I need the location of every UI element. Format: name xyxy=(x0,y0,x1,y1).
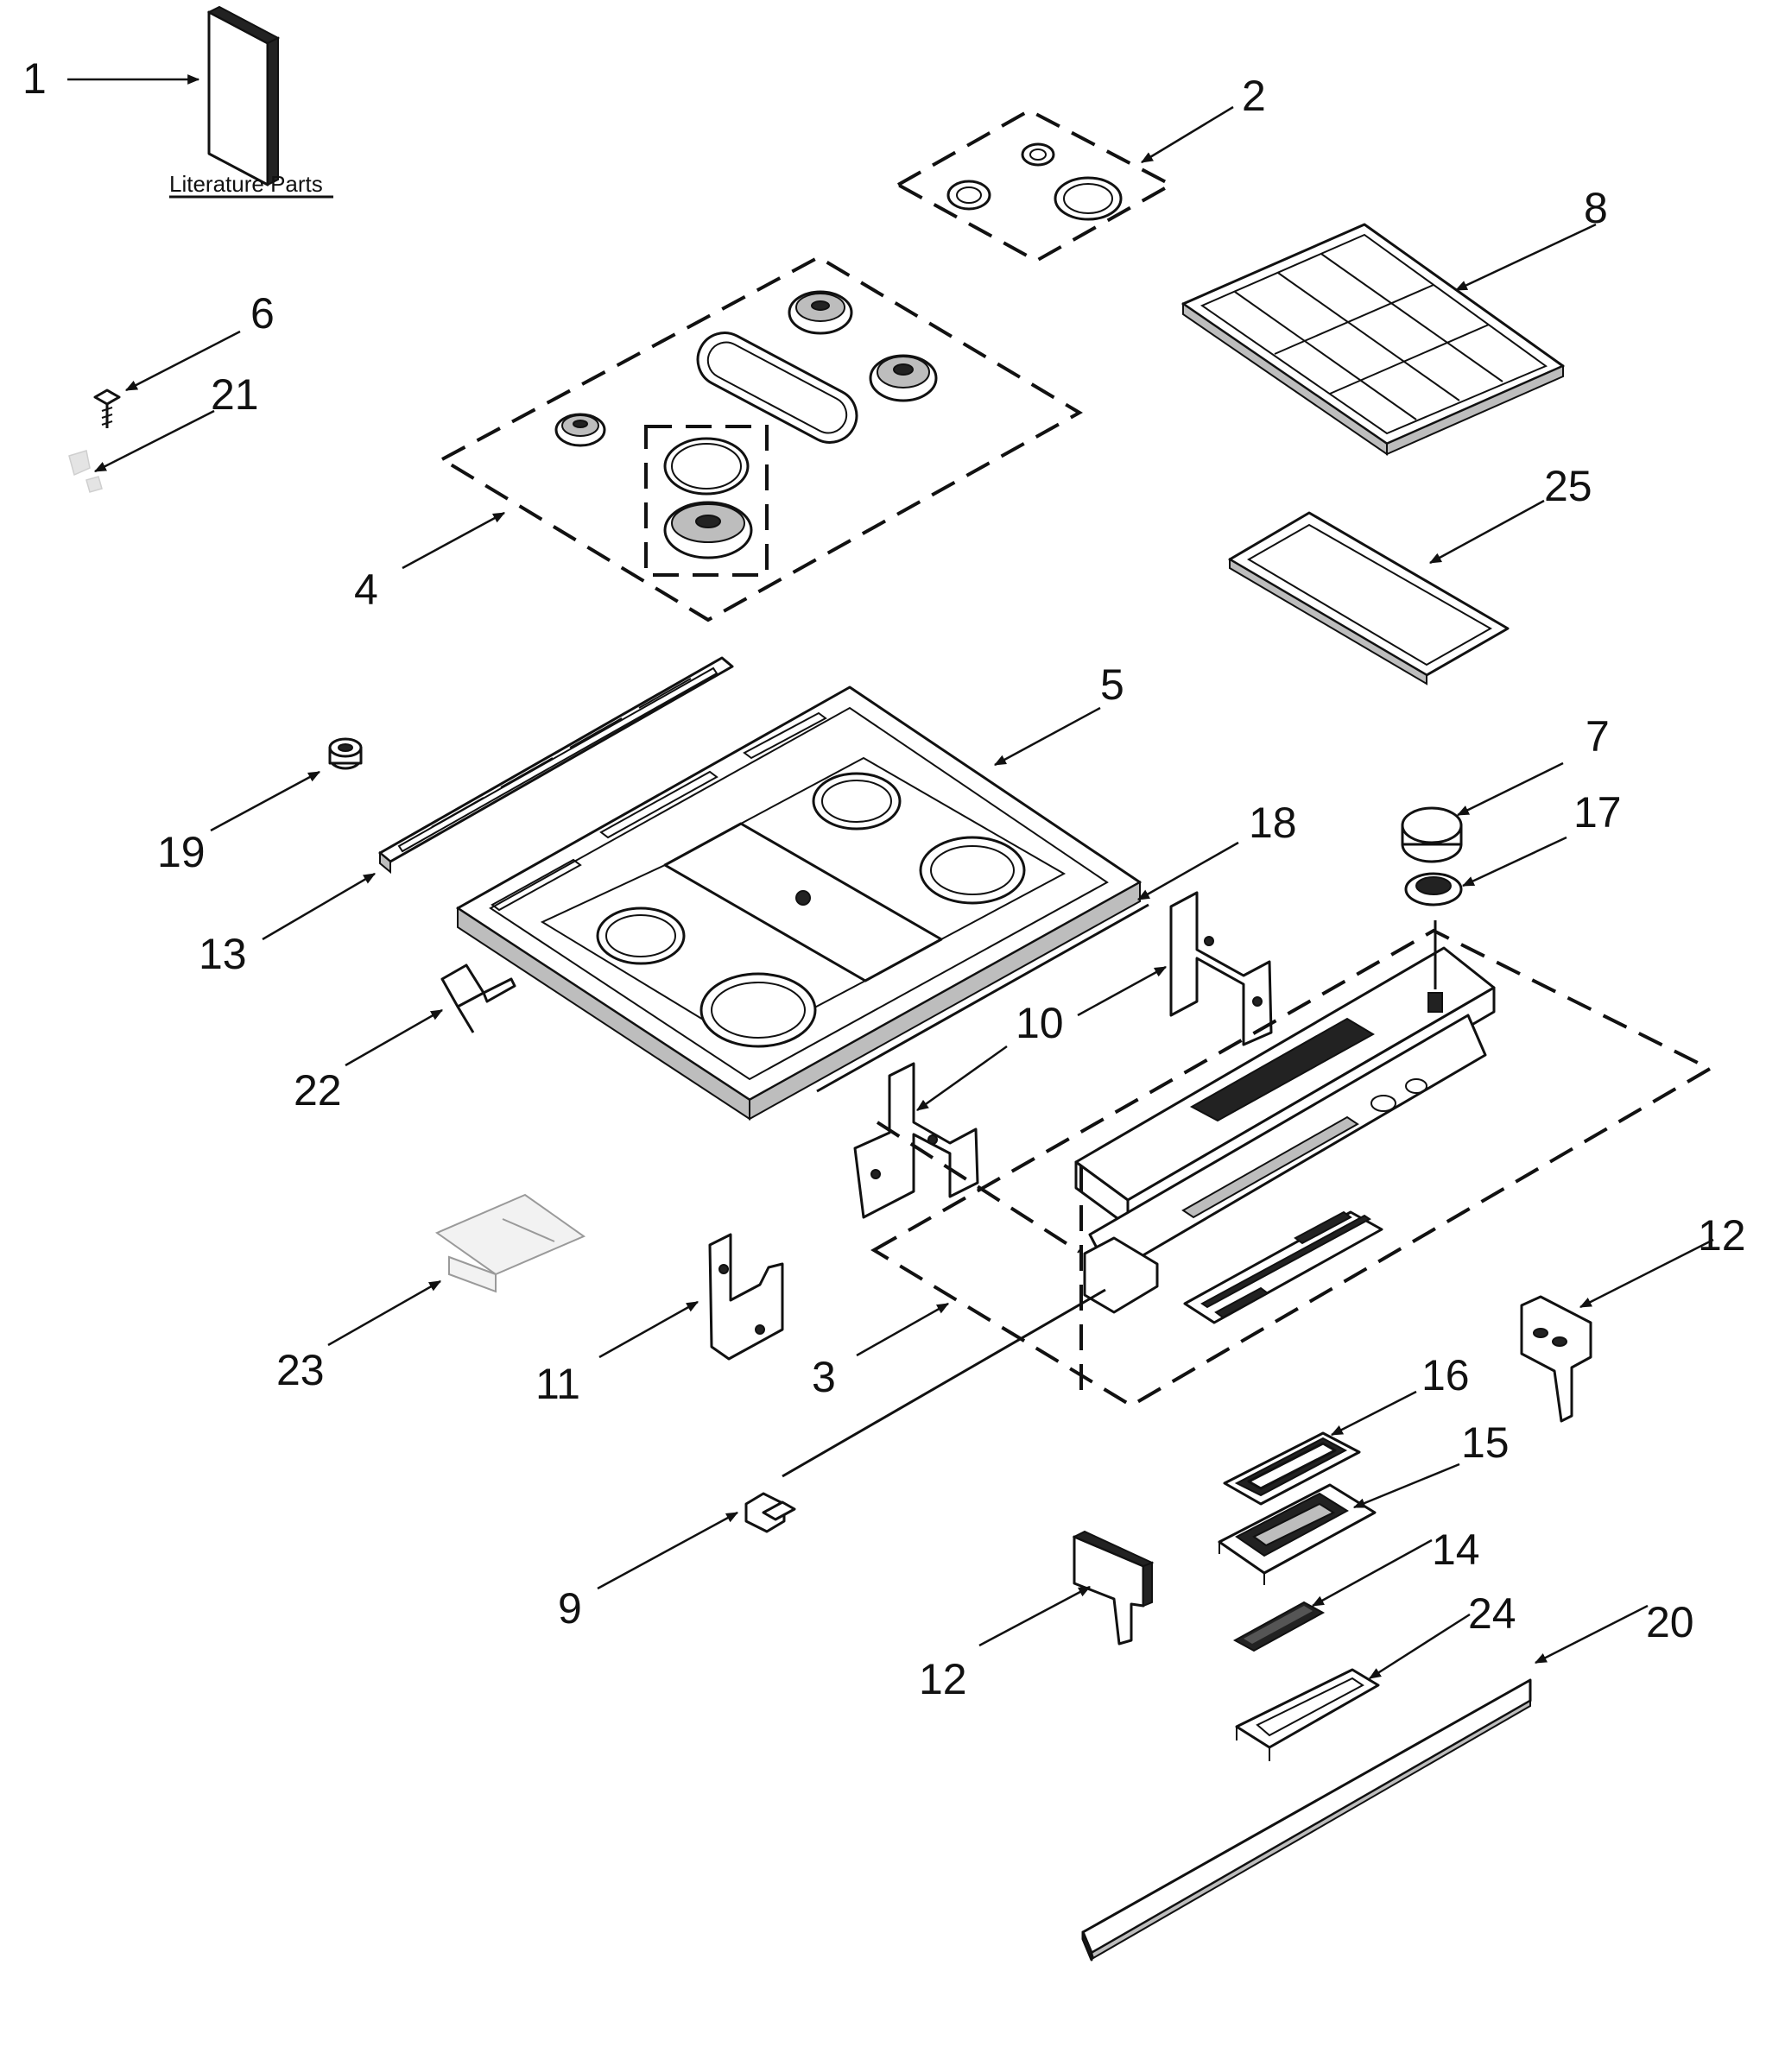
callout-22: 22 xyxy=(294,1066,342,1115)
callout-7: 7 xyxy=(1586,712,1610,761)
part-19-grommet xyxy=(328,737,363,770)
callout-4: 4 xyxy=(354,565,378,614)
callout-5: 5 xyxy=(1100,660,1124,709)
callout-24: 24 xyxy=(1468,1589,1516,1638)
callout-23: 23 xyxy=(276,1346,325,1394)
callout-8: 8 xyxy=(1584,184,1608,232)
callout-2: 2 xyxy=(1242,72,1266,120)
callout-14: 14 xyxy=(1432,1526,1480,1574)
literature-parts-caption: Literature Parts xyxy=(169,171,323,197)
part-16-display-lens xyxy=(1223,1431,1361,1506)
part-20-trim-strip xyxy=(1081,1678,1532,1961)
callout-15: 15 xyxy=(1461,1418,1510,1467)
callout-25: 25 xyxy=(1544,462,1592,510)
part-9-igniter xyxy=(744,1288,1106,1533)
callout-6: 6 xyxy=(250,289,275,338)
part-6-screw xyxy=(93,388,121,428)
callout-19: 19 xyxy=(157,828,206,876)
callout-12a: 12 xyxy=(1698,1211,1746,1260)
part-24-plate xyxy=(1235,1668,1380,1761)
part-12-bracket-right xyxy=(1520,1295,1592,1423)
callout-10: 10 xyxy=(1016,999,1064,1047)
callout-16: 16 xyxy=(1421,1351,1470,1399)
part-2-burner-caps xyxy=(894,108,1175,263)
callout-11: 11 xyxy=(535,1360,580,1408)
part-17-bezel xyxy=(1404,872,1463,906)
part-13-vent-trim xyxy=(378,656,734,875)
callout-13: 13 xyxy=(199,930,247,978)
callout-20: 20 xyxy=(1646,1598,1694,1646)
callout-9: 9 xyxy=(558,1584,582,1633)
part-21-clip xyxy=(68,450,103,493)
leader-lines xyxy=(67,74,1714,1680)
part-1-literature: Literature Parts xyxy=(169,5,333,199)
part-3-control-panel xyxy=(870,920,1714,1408)
part-23-heat-shield xyxy=(434,1193,586,1293)
callout-1: 1 xyxy=(22,54,47,103)
part-11-bracket xyxy=(708,1233,784,1361)
part-7-knob xyxy=(1401,806,1463,863)
callout-21: 21 xyxy=(211,370,259,419)
part-10-bracket-upper xyxy=(1169,891,1273,1046)
callout-labels: 1 2 3 4 5 6 7 8 9 10 11 12 12 13 14 15 1… xyxy=(22,54,1746,1703)
part-10-bracket-lower xyxy=(853,1062,979,1219)
part-4-burner-assembly xyxy=(438,255,1084,622)
callout-17: 17 xyxy=(1573,788,1622,837)
part-15-control-board xyxy=(1218,1483,1377,1585)
callout-12b: 12 xyxy=(919,1655,967,1703)
part-25-gasket xyxy=(1228,511,1510,685)
part-8-grate xyxy=(1181,223,1565,456)
callout-18: 18 xyxy=(1249,799,1297,847)
part-14-keypad xyxy=(1232,1601,1326,1652)
part-22-bracket xyxy=(440,963,516,1033)
part-5-cooktop-tray xyxy=(456,685,1149,1121)
callout-3: 3 xyxy=(812,1353,836,1401)
